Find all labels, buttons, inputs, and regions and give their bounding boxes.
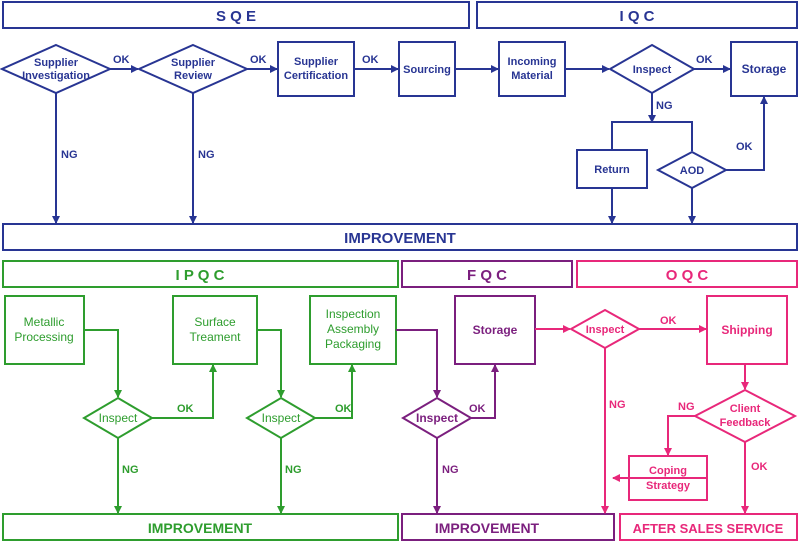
ok-label: OK (335, 403, 352, 415)
supplier-investigation-node: Supplier Investigation (0, 43, 113, 95)
iap-line1: Inspection (326, 307, 381, 321)
coping-strategy-line2: Strategy (646, 480, 691, 492)
ok-label: OK (177, 403, 194, 415)
metallic-processing-node: Metallic Processing (4, 295, 85, 365)
section-ipqc-header: I P Q C (2, 260, 399, 288)
ok-label: OK (660, 315, 677, 327)
iqc-inspect-node: Inspect (607, 43, 697, 95)
oqc-inspect-label: Inspect (586, 324, 625, 336)
return-label: Return (594, 164, 630, 176)
iap-line3: Packaging (325, 337, 381, 351)
ipqc-inspect2-node: Inspect (245, 396, 317, 440)
oqc-connectors (535, 325, 749, 514)
iqc-inspect-label: Inspect (633, 64, 672, 76)
top-edge-labels: OK OK OK OK OK NG NG NG (61, 54, 753, 161)
ng-label: NG (656, 100, 673, 112)
client-feedback-line2: Feedback (720, 417, 772, 429)
ok-label: OK (362, 54, 379, 66)
ipqc-edge-labels: OK OK NG NG (122, 403, 352, 476)
fqc-improvement-label: IMPROVEMENT (435, 520, 540, 536)
after-sales-service-label: AFTER SALES SERVICE (633, 521, 784, 536)
ok-label: OK (113, 54, 130, 66)
supplier-review-line1: Supplier (171, 57, 216, 69)
fqc-connectors (396, 329, 499, 514)
ipqc-improvement-bar: IMPROVEMENT (2, 513, 399, 541)
supplier-certification-line2: Certification (284, 70, 348, 82)
supplier-review-line2: Review (174, 70, 212, 82)
top-improvement-label: IMPROVEMENT (344, 230, 456, 247)
ipqc-title: I P Q C (176, 267, 225, 284)
ok-label: OK (469, 403, 486, 415)
ok-label: OK (250, 54, 267, 66)
oqc-inspect-node: Inspect (568, 308, 642, 350)
fqc-inspect-label: Inspect (416, 411, 458, 425)
ng-label: NG (198, 149, 215, 161)
ng-label: NG (442, 464, 459, 476)
fqc-edge-labels: OK NG (442, 403, 486, 476)
surface-treament-node: Surface Treament (172, 295, 258, 365)
top-improvement-bar: IMPROVEMENT (2, 223, 798, 251)
iqc-title: I Q C (619, 8, 654, 25)
client-feedback-node: Client Feedback (692, 388, 798, 444)
aod-label: AOD (680, 165, 705, 177)
iqc-storage-label: Storage (742, 62, 787, 76)
supplier-investigation-line2: Investigation (22, 70, 90, 82)
section-sqe-header: S Q E (2, 1, 470, 29)
fqc-title: F Q C (467, 267, 507, 284)
section-iqc-header: I Q C (476, 1, 798, 29)
coping-strategy-line1: Coping (649, 465, 687, 477)
oqc-edge-labels: OK OK NG NG (609, 315, 768, 473)
fqc-improvement-bar: IMPROVEMENT (401, 513, 615, 541)
after-sales-service-bar: AFTER SALES SERVICE (619, 513, 798, 541)
metallic-processing-line2: Processing (14, 330, 73, 344)
surface-treament-line2: Treament (190, 330, 242, 344)
return-node: Return (576, 149, 648, 189)
top-connectors (52, 65, 768, 224)
oqc-title: O Q C (666, 267, 709, 284)
ipqc-inspect1-label: Inspect (99, 411, 138, 425)
supplier-investigation-line1: Supplier (34, 57, 79, 69)
ng-label: NG (122, 464, 139, 476)
fqc-storage-node: Storage (454, 295, 536, 365)
section-oqc-header: O Q C (576, 260, 798, 288)
inspection-assembly-packaging-node: Inspection Assembly Packaging (309, 295, 397, 365)
incoming-material-node: Incoming Material (498, 41, 566, 97)
ok-label: OK (696, 54, 713, 66)
iqc-storage-node: Storage (730, 41, 798, 97)
ng-label: NG (609, 399, 626, 411)
client-feedback-line1: Client (730, 403, 761, 415)
ipqc-improvement-label: IMPROVEMENT (148, 520, 253, 536)
surface-treament-line1: Surface (194, 315, 236, 329)
ng-label: NG (61, 149, 78, 161)
aod-node: AOD (655, 150, 729, 190)
ok-label: OK (751, 461, 768, 473)
shipping-label: Shipping (721, 323, 772, 337)
ipqc-inspect2-label: Inspect (262, 411, 301, 425)
sourcing-node: Sourcing (398, 41, 456, 97)
sourcing-label: Sourcing (403, 64, 451, 76)
incoming-material-line2: Material (511, 70, 553, 82)
ipqc-inspect1-node: Inspect (82, 396, 154, 440)
shipping-node: Shipping (706, 295, 788, 365)
ipqc-connectors (84, 329, 356, 514)
ng-label: NG (285, 464, 302, 476)
ok-label: OK (736, 141, 753, 153)
metallic-processing-line1: Metallic (24, 315, 65, 329)
fqc-storage-label: Storage (473, 323, 518, 337)
ng-label: NG (678, 401, 695, 413)
iap-line2: Assembly (327, 322, 379, 336)
fqc-inspect-node: Inspect (401, 396, 473, 440)
supplier-certification-line1: Supplier (294, 56, 339, 68)
supplier-certification-node: Supplier Certification (277, 41, 355, 97)
sqe-title: S Q E (216, 8, 256, 25)
incoming-material-line1: Incoming (508, 56, 557, 68)
supplier-review-node: Supplier Review (136, 43, 250, 95)
section-fqc-header: F Q C (401, 260, 573, 288)
